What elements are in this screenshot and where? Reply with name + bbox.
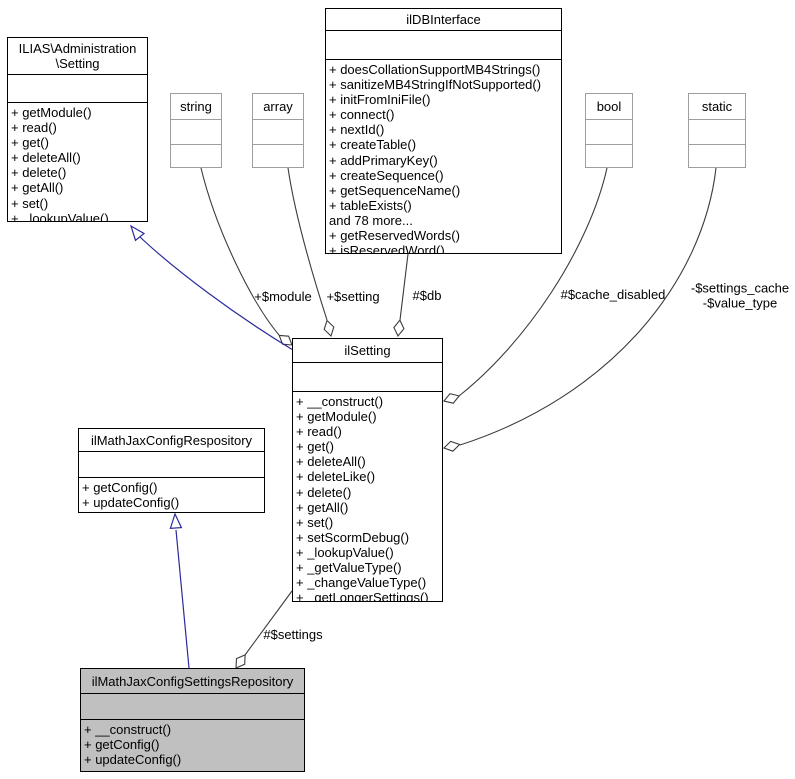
inheritance-arrowhead-icon (169, 512, 183, 529)
edge-label-db: #$db (412, 287, 442, 303)
class-box-ilmathjaxconfigsettingsrepository-current: ilMathJaxConfigSettingsRepository + __co… (80, 668, 305, 772)
type-title: string (171, 94, 221, 120)
method-item: + getConfig() (84, 737, 160, 753)
type-methods-empty (171, 145, 221, 167)
type-box-string: string (170, 93, 222, 168)
method-item: + sanitizeMB4StringIfNotSupported() (329, 77, 542, 93)
method-item: + _getValueType() (296, 560, 402, 576)
class-box-ilsetting[interactable]: ilSetting + __construct()+ getModule()+ … (292, 338, 443, 602)
method-item: + deleteLike() (296, 469, 376, 485)
class-methods: + getConfig()+ updateConfig() (79, 478, 264, 512)
method-item: + doesCollationSupportMB4Strings() (329, 62, 541, 77)
method-item: + addPrimaryKey() (329, 152, 438, 168)
method-item: + setScormDebug() (296, 529, 410, 545)
type-attributes-empty (171, 120, 221, 145)
edge-label-settings-cache: -$settings_cache -$value_type (690, 280, 790, 310)
method-item: + tableExists() (329, 197, 412, 213)
method-item: + getModule() (296, 409, 377, 425)
class-title: ILIAS\Administration \Setting (8, 38, 147, 75)
class-methods: + __construct()+ getModule()+ read()+ ge… (293, 392, 442, 601)
method-item: + read() (11, 120, 57, 136)
method-item: + getConfig() (82, 480, 158, 495)
class-title: ilMathJaxConfigSettingsRepository (81, 669, 304, 694)
type-attributes-empty (253, 120, 303, 145)
diamond-module-icon (278, 334, 293, 346)
class-attributes-empty (293, 363, 442, 392)
type-methods-empty (253, 145, 303, 167)
method-item: + updateConfig() (84, 752, 182, 768)
type-title: array (253, 94, 303, 120)
method-item: + connect() (329, 107, 395, 123)
edge-label-settings: #$settings (263, 626, 323, 642)
method-item: and 78 more... (329, 212, 413, 228)
method-item: + read() (296, 424, 342, 440)
diamond-settings-cache-icon (442, 440, 461, 452)
method-item: + __construct() (84, 722, 172, 737)
method-item: + nextId() (329, 122, 385, 138)
type-title: bool (586, 94, 632, 120)
class-attributes-empty (8, 75, 147, 103)
edge-repository-inheritance (175, 529, 190, 669)
inheritance-arrowhead-icon (129, 224, 146, 242)
method-item: + getSequenceName() (329, 182, 461, 198)
method-item: + get() (11, 135, 49, 151)
method-item: + getAll() (296, 499, 349, 515)
type-attributes-empty (689, 120, 745, 145)
method-item: + _getLongerSettings() (296, 590, 429, 601)
class-title: ilMathJaxConfigRespository (79, 429, 264, 452)
method-item: + set() (296, 514, 334, 530)
method-item: + getModule() (11, 105, 92, 120)
type-attributes-empty (586, 120, 632, 145)
method-item: + delete() (296, 484, 352, 500)
type-box-static: static (688, 93, 746, 168)
method-item: + delete() (11, 165, 67, 181)
class-title: ilDBInterface (326, 9, 561, 31)
diamond-setting-icon (323, 319, 335, 338)
method-item: + set() (11, 195, 49, 211)
class-box-ilmathjaxconfigrespository[interactable]: ilMathJaxConfigRespository + getConfig()… (78, 428, 265, 513)
class-attributes-empty (326, 31, 561, 60)
class-attributes-empty (81, 694, 304, 720)
type-box-bool: bool (585, 93, 633, 168)
method-item: + createSequence() (329, 167, 444, 183)
method-item: + deleteAll() (296, 454, 366, 470)
edge-setting-aggregation (287, 167, 328, 321)
diamond-cache-disabled-icon (443, 393, 461, 404)
edge-settings-aggregation (244, 590, 293, 656)
class-box-ilias-administration-setting[interactable]: ILIAS\Administration \Setting + getModul… (7, 37, 148, 222)
edge-label-cache-disabled: #$cache_disabled (560, 286, 666, 302)
edge-label-setting: +$setting (326, 288, 380, 304)
class-title: ilSetting (293, 339, 442, 363)
edge-module-aggregation (200, 167, 280, 336)
edge-ilsetting-inheritance (139, 236, 294, 351)
diamond-settings-icon (235, 654, 246, 669)
class-methods: + getModule()+ read()+ get()+ deleteAll(… (8, 103, 147, 221)
type-title: static (689, 94, 745, 120)
method-item: + getAll() (11, 180, 64, 196)
edge-settings-cache-aggregation (459, 167, 717, 446)
method-item: + isReservedWord() (329, 243, 445, 253)
type-methods-empty (586, 145, 632, 167)
class-methods: + doesCollationSupportMB4Strings()+ sani… (326, 60, 561, 253)
class-methods: + __construct()+ getConfig()+ updateConf… (81, 720, 304, 771)
edge-db-aggregation (399, 253, 409, 321)
diamond-db-icon (393, 319, 405, 338)
type-methods-empty (689, 145, 745, 167)
method-item: + initFromIniFile() (329, 92, 431, 108)
method-item: + _lookupValue() (11, 210, 109, 221)
method-item: + updateConfig() (82, 495, 180, 511)
edge-label-module: +$module (254, 288, 312, 304)
method-item: + _lookupValue() (296, 544, 394, 560)
method-item: + get() (296, 439, 334, 455)
class-box-ildbinterface[interactable]: ilDBInterface + doesCollationSupportMB4S… (325, 8, 562, 254)
method-item: + _changeValueType() (296, 575, 427, 591)
edge-cache-disabled-aggregation (458, 167, 608, 397)
method-item: + createTable() (329, 137, 417, 153)
method-item: + __construct() (296, 394, 384, 409)
method-item: + getReservedWords() (329, 228, 460, 244)
type-box-array: array (252, 93, 304, 168)
class-attributes-empty (79, 452, 264, 478)
method-item: + deleteAll() (11, 150, 81, 166)
